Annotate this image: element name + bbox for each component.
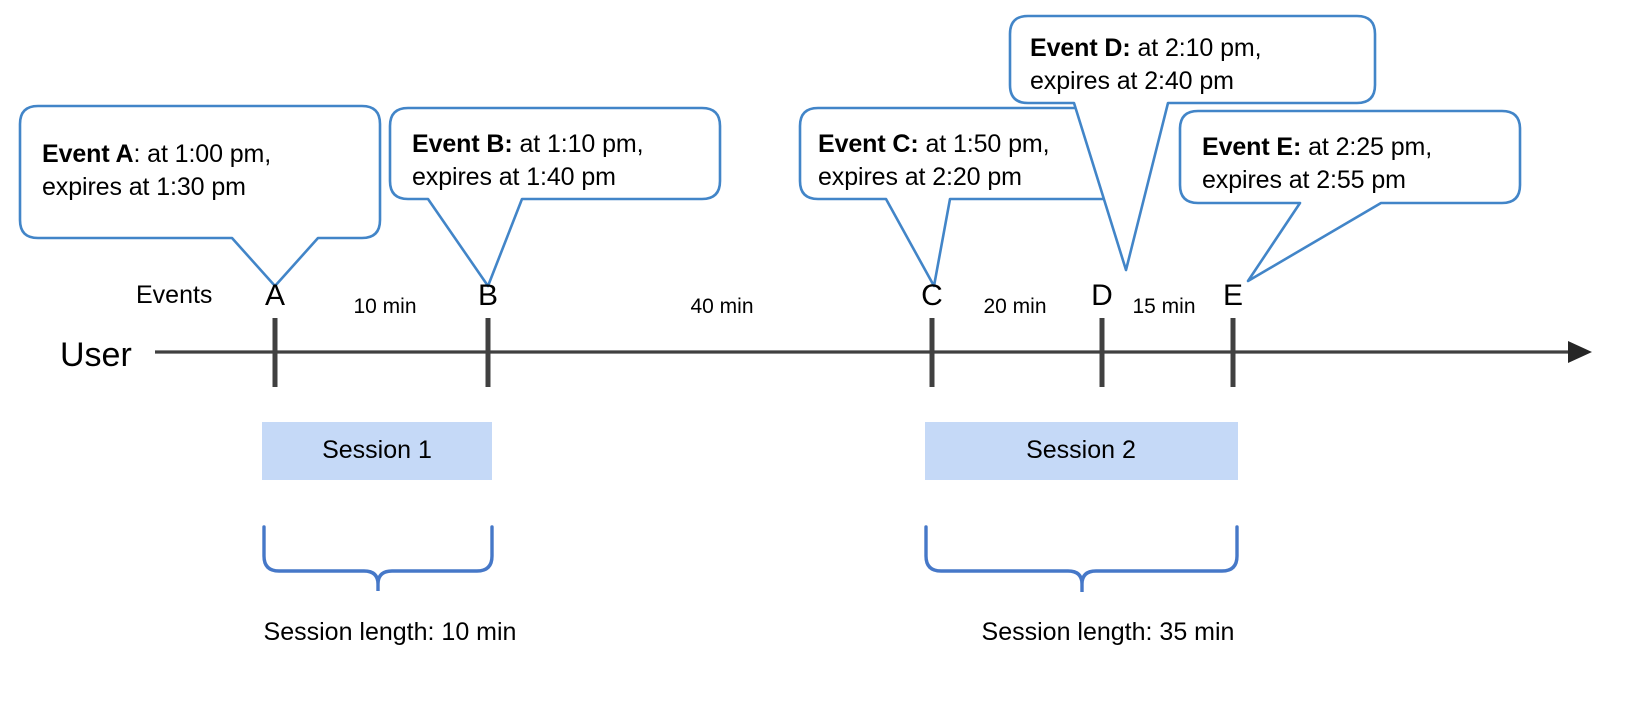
callout-E-line1: at 2:25 pm,: [1308, 133, 1433, 161]
interval-label-ab: 10 min: [353, 295, 417, 318]
callout-A: [18, 104, 382, 288]
callout-B-line2: expires at 1:40 pm: [412, 163, 616, 191]
callout-D-line1: at 2:10 pm,: [1137, 34, 1262, 62]
callout-A-line1: at 1:00 pm,: [147, 140, 272, 168]
session-label-2: Session 2: [1026, 436, 1136, 464]
interval-label-de: 15 min: [1132, 295, 1196, 318]
interval-label-bc: 40 min: [690, 295, 754, 318]
events-row-label: Events: [136, 281, 213, 309]
tick-label-E: E: [1222, 279, 1244, 312]
tick-label-A: A: [264, 279, 286, 312]
callout-A-line2: expires at 1:30 pm: [42, 173, 246, 201]
callout-C-line1: at 1:50 pm,: [925, 130, 1050, 158]
callout-B-text: Event B: at 1:10 pm, expires at 1:40 pm: [412, 128, 712, 194]
timeline-axis: [155, 318, 1592, 387]
tick-label-C: C: [921, 279, 943, 312]
interval-label-cd: 20 min: [983, 295, 1047, 318]
tick-label-B: B: [477, 279, 499, 312]
user-row-label: User: [60, 336, 132, 374]
callout-B: [388, 106, 722, 288]
session-length-label-2: Session length: 35 min: [981, 618, 1235, 646]
callout-A-sep: :: [133, 140, 148, 168]
callout-E-line2: expires at 2:55 pm: [1202, 166, 1406, 194]
callout-D-line2: expires at 2:40 pm: [1030, 67, 1234, 95]
callout-E-title: Event E:: [1202, 133, 1302, 161]
session-brace-1: [262, 525, 494, 591]
callout-D: [1008, 14, 1377, 272]
callout-C-text: Event C: at 1:50 pm, expires at 2:20 pm: [818, 128, 1128, 194]
tick-label-D: D: [1091, 279, 1113, 312]
callout-B-line1: at 1:10 pm,: [519, 130, 644, 158]
callout-E-text: Event E: at 2:25 pm, expires at 2:55 pm: [1202, 131, 1512, 197]
session-brace-2: [924, 525, 1239, 592]
callout-A-text: Event A: at 1:00 pm, expires at 1:30 pm: [42, 138, 372, 204]
callout-D-title: Event D:: [1030, 34, 1131, 62]
callout-C-title: Event C:: [818, 130, 919, 158]
callout-C-line2: expires at 2:20 pm: [818, 163, 1022, 191]
session-box-1: [262, 422, 492, 480]
session-length-label-1: Session length: 10 min: [263, 618, 517, 646]
session-label-1: Session 1: [322, 436, 432, 464]
callout-A-title: Event A: [42, 140, 134, 168]
callout-D-text: Event D: at 2:10 pm, expires at 2:40 pm: [1030, 32, 1365, 98]
session-box-2: [925, 422, 1238, 480]
callout-E: [1178, 109, 1522, 283]
callout-B-title: Event B:: [412, 130, 513, 158]
